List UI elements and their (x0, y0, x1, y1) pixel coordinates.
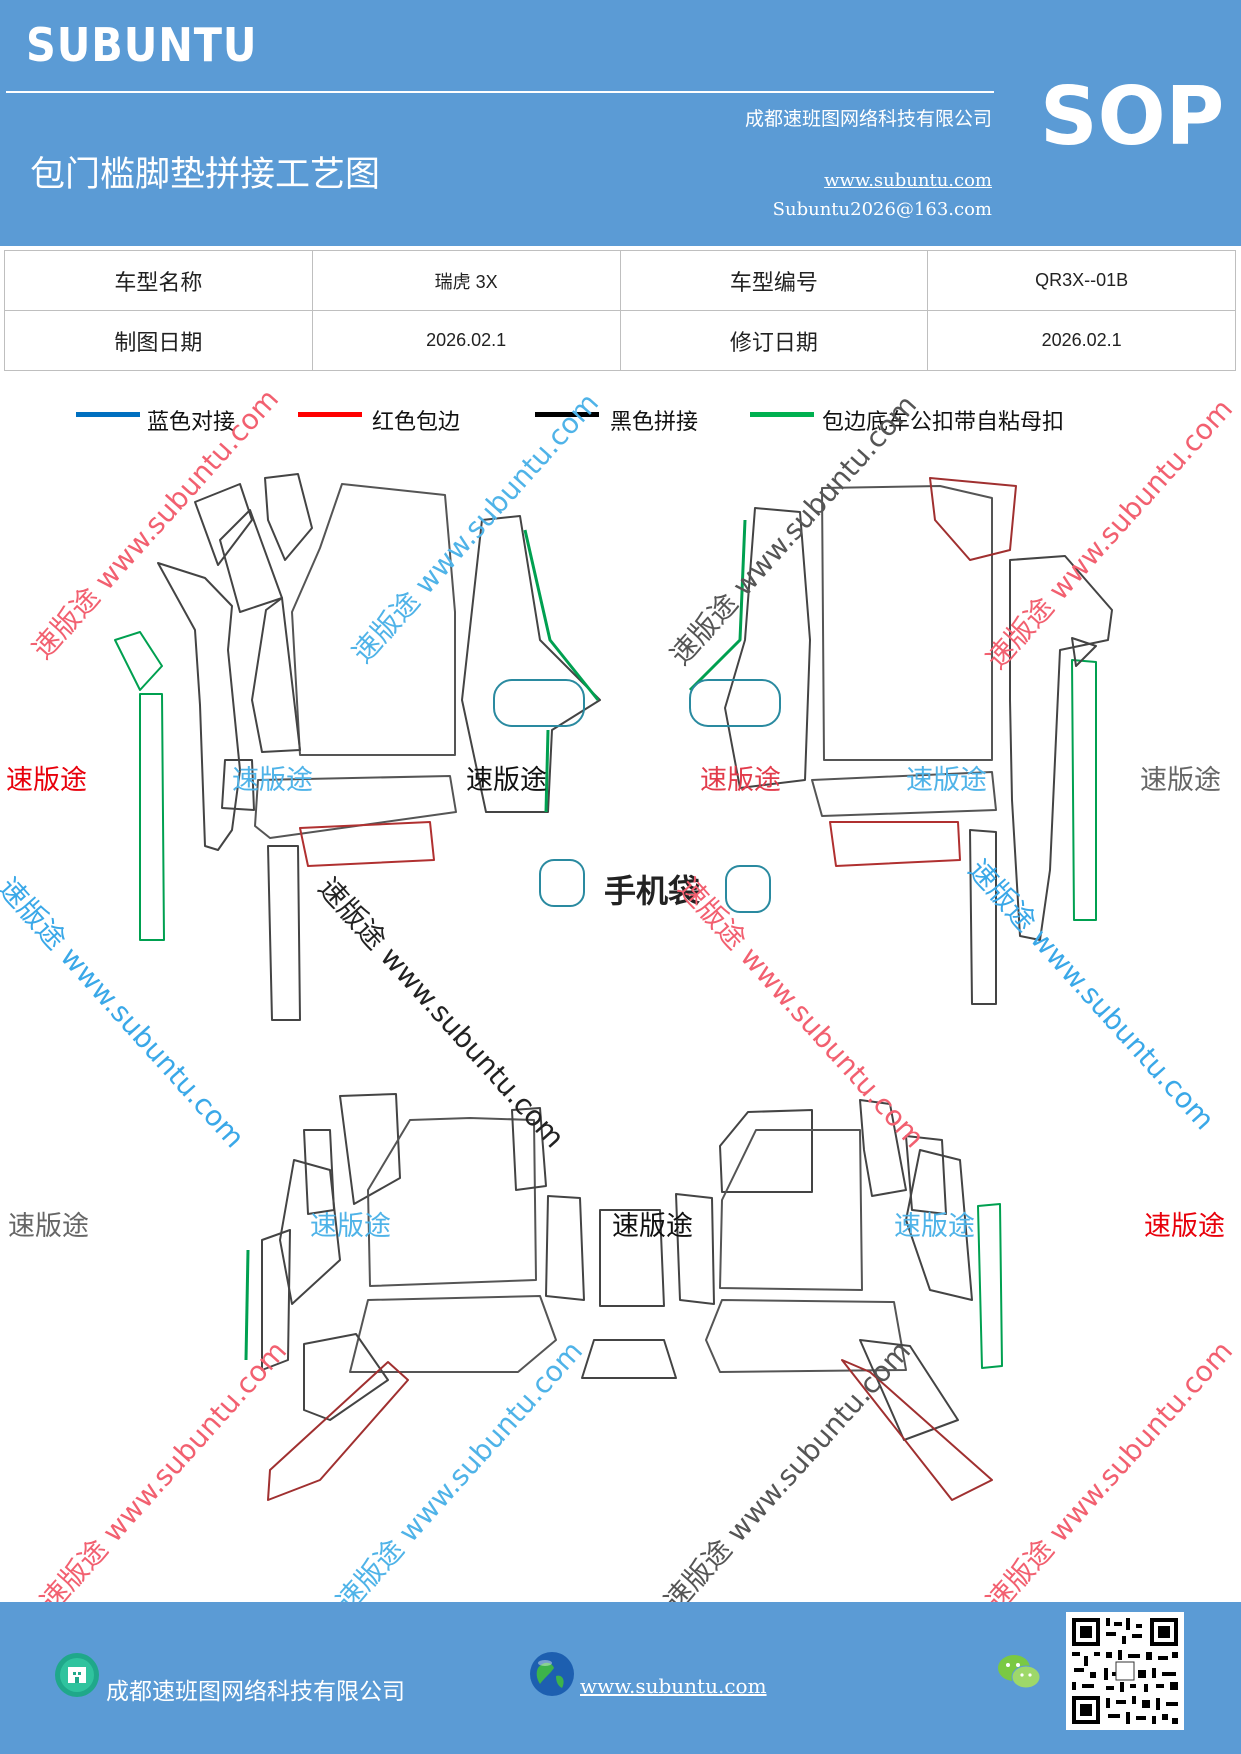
mat-piece (905, 1135, 947, 1215)
mat-piece (114, 631, 163, 691)
mat-piece (267, 1361, 409, 1501)
revise-date-label: 修订日期 (619, 310, 929, 371)
qr-code (1066, 1612, 1184, 1730)
company-name: 成都速班图网络科技有限公司 (744, 108, 992, 130)
watermark-label: 速版途 (700, 765, 781, 796)
mat-piece (267, 845, 301, 1021)
email-address: Subuntu2026@163.com (772, 199, 992, 220)
watermark-label: 速版途 (1144, 1211, 1225, 1242)
mat-piece (219, 509, 283, 613)
phone-bag-label: 手机袋 (604, 872, 701, 910)
mat-piece (821, 485, 993, 761)
wechat-icon (998, 1655, 1041, 1689)
phone-bag-right (725, 865, 771, 913)
mat-piece (859, 1339, 959, 1441)
model-name-value: 瑞虎 3X (311, 250, 621, 311)
green-edge (523, 529, 600, 701)
watermark-label: 速版途 (466, 765, 547, 796)
brand-logo: SUBUNTU (26, 18, 258, 72)
watermark-label: 速版途 (612, 1211, 693, 1242)
mat-piece (719, 1109, 813, 1193)
watermark-label: 速版途 (8, 1211, 89, 1242)
green-edge (544, 729, 550, 813)
mat-piece (829, 821, 961, 867)
mat-piece (841, 1359, 993, 1501)
watermark-label: 速版途 (894, 1211, 975, 1242)
revise-date-value: 2026.02.1 (927, 310, 1236, 371)
table-row: 制图日期 2026.02.1 修订日期 2026.02.1 (4, 310, 1236, 371)
legend-swatch-red (298, 412, 362, 417)
mat-piece (461, 515, 601, 813)
blue-slot (493, 679, 585, 727)
draw-date-label: 制图日期 (4, 310, 313, 371)
blue-slot (689, 679, 781, 727)
mat-piece (1009, 555, 1113, 941)
mat-piece (545, 1195, 585, 1301)
website-link[interactable]: www.subuntu.com (824, 170, 992, 191)
mat-piece (349, 1295, 557, 1373)
legend-swatch-green (750, 412, 814, 417)
vehicle-info-table: 车型名称 瑞虎 3X 车型编号 QR3X--01B 制图日期 2026.02.1… (4, 250, 1236, 371)
mat-piece (194, 483, 253, 566)
legend: 蓝色对接 红色包边 黑色拼接 包边底车公扣带自粘母扣 (0, 404, 1241, 444)
mat-piece (1071, 637, 1097, 667)
legend-swatch-blue (76, 412, 140, 417)
mat-piece (675, 1193, 715, 1305)
mat-piece (811, 771, 997, 817)
mat-piece (367, 1117, 537, 1287)
legend-label: 黑色拼接 (610, 410, 699, 435)
watermark-label: 速版途 (1140, 765, 1221, 796)
mat-piece (339, 1093, 401, 1205)
mat-piece (221, 759, 255, 811)
globe-icon (530, 1652, 574, 1696)
footer-company: 成都速班图网络科技有限公司 (106, 1679, 405, 1705)
mat-piece (1071, 659, 1097, 921)
sop-badge: SOP (1040, 70, 1225, 163)
building-icon (55, 1653, 99, 1697)
mat-piece (969, 829, 997, 1005)
mat-piece (724, 507, 811, 789)
mat-piece (264, 473, 313, 561)
mat-piece (139, 693, 165, 941)
green-edge (244, 1249, 250, 1361)
mat-piece (511, 1107, 547, 1191)
legend-label: 蓝色对接 (147, 410, 236, 435)
header-banner (0, 0, 1241, 246)
watermark-label: 速版途 (6, 765, 87, 796)
legend-label: 红色包边 (372, 410, 461, 435)
mat-piece (581, 1339, 677, 1379)
mat-piece (599, 1209, 665, 1307)
watermark-label: 速版途 (906, 765, 987, 796)
mat-piece (929, 477, 1017, 561)
model-code-label: 车型编号 (619, 250, 929, 311)
mat-piece (291, 483, 456, 756)
mat-piece (251, 597, 301, 753)
watermark-label: 速版途 (232, 765, 313, 796)
mat-piece (279, 1159, 341, 1305)
mat-piece (303, 1333, 389, 1421)
model-name-label: 车型名称 (4, 250, 313, 311)
mat-piece (299, 821, 435, 867)
mat-piece (261, 1229, 291, 1371)
mat-piece (157, 562, 241, 851)
draw-date-value: 2026.02.1 (311, 310, 621, 371)
watermark-label: 速版途 (310, 1211, 391, 1242)
legend-swatch-black (535, 412, 599, 417)
page-title: 包门槛脚垫拼接工艺图 (30, 155, 381, 195)
mat-piece (859, 1099, 907, 1197)
footer-website-link[interactable]: www.subuntu.com (580, 1674, 767, 1698)
header-divider (6, 91, 994, 93)
mat-piece (977, 1203, 1003, 1369)
mat-piece (719, 1129, 863, 1291)
legend-label: 包边底车公扣带自粘母扣 (822, 410, 1065, 435)
mat-piece (705, 1299, 907, 1373)
phone-bag-left (539, 859, 585, 907)
mat-piece (905, 1149, 973, 1301)
green-edge (688, 519, 747, 692)
